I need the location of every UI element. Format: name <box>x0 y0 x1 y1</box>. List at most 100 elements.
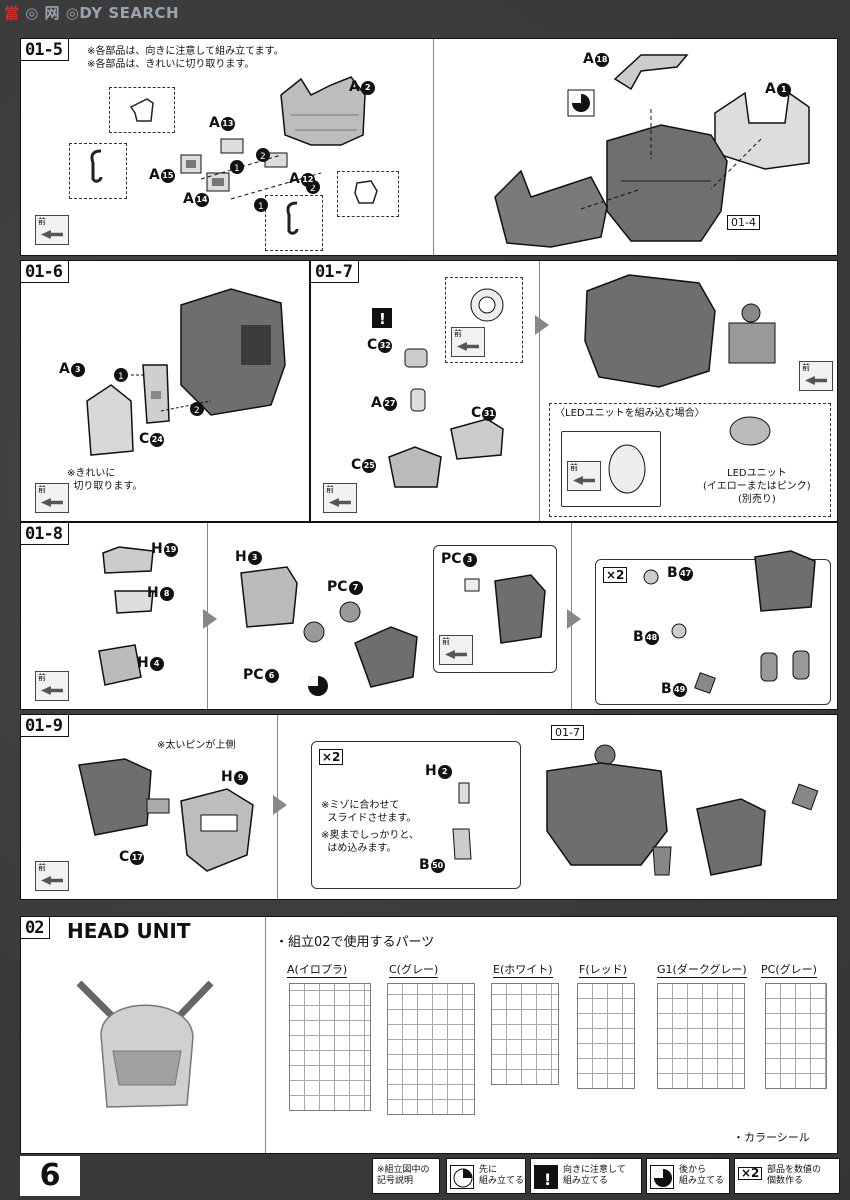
legend-assemble-later: 後から 組み立てる <box>646 1158 730 1194</box>
step-number: 01-6 <box>21 261 69 283</box>
svg-text:1: 1 <box>118 372 124 382</box>
section-title: HEAD UNIT <box>67 919 191 943</box>
led-option-title: 〈LEDユニットを組み込む場合〉 <box>555 408 705 419</box>
front-indicator: 前 <box>35 671 69 701</box>
svg-text:1: 1 <box>234 164 240 174</box>
side-part <box>791 783 819 811</box>
repeat-x2-box <box>311 741 521 889</box>
step-flow-arrow <box>203 609 217 629</box>
svg-text:2: 2 <box>194 406 200 416</box>
svg-text:1: 1 <box>258 202 264 212</box>
runner-f <box>577 983 635 1089</box>
front-indicator: 前 <box>567 461 601 491</box>
svg-text:!: ! <box>544 1170 551 1189</box>
led-unit-detail <box>608 444 646 494</box>
detail-box <box>265 195 323 251</box>
runner-label-a: A(イロプラ) <box>287 963 348 978</box>
pin-note: ※太いピンが上側 <box>157 740 236 751</box>
part-h3 <box>240 566 298 628</box>
runner-label-f: F(レッド) <box>579 963 627 978</box>
led-unit-part <box>729 416 771 446</box>
step-flow-arrow <box>273 795 287 815</box>
clip-part-icon <box>90 149 103 183</box>
part-c25 <box>388 446 442 488</box>
part-h9 <box>180 788 254 872</box>
svg-text:2: 2 <box>310 184 316 194</box>
runner-label-g1: G1(ダークグレー) <box>657 963 747 978</box>
caution-icon: ! <box>372 308 392 328</box>
joint-parts <box>760 650 810 682</box>
clip-part-icon <box>286 201 299 235</box>
detail-box <box>69 143 127 199</box>
part-c17 <box>146 798 170 814</box>
assemble-later-icon <box>650 1165 674 1189</box>
runner-c <box>387 983 475 1115</box>
repeat-x2-box <box>595 559 831 705</box>
step-flow-arrow <box>567 609 581 629</box>
part-detail-icon <box>129 98 154 122</box>
runner-g1 <box>657 983 745 1089</box>
head-unit-illustration <box>76 980 214 1108</box>
assemble-first-icon <box>450 1165 474 1189</box>
chest-armor-part <box>494 169 608 248</box>
part-h8 <box>114 590 154 614</box>
part-detail-icon <box>354 180 378 204</box>
part-pc7 <box>339 601 361 623</box>
legend-make-multiple: ×2 部品を数値の 個数作る <box>734 1158 840 1194</box>
repeat-x2-badge: ×2 <box>603 567 628 583</box>
part-c32 <box>404 348 428 368</box>
step-flow-arrow <box>535 315 549 335</box>
step-number: 02 <box>21 917 51 939</box>
step-number: 01-5 <box>21 39 69 61</box>
chest-part-a2 <box>280 76 366 146</box>
front-indicator: 前 <box>323 483 357 513</box>
led-detail-box <box>561 431 661 507</box>
parts-used-title: ・組立02で使用するパーツ <box>275 935 435 950</box>
front-indicator: 前 <box>35 483 69 513</box>
front-indicator: 前 <box>35 215 69 245</box>
assemble-later-icon <box>567 89 595 117</box>
torso-core-assembly <box>606 124 728 242</box>
part-h19 <box>102 546 154 574</box>
front-indicator: 前 <box>35 861 69 891</box>
step-number: 01-9 <box>21 715 69 737</box>
detail-box <box>445 277 523 363</box>
step-reference: 01-7 <box>551 725 584 740</box>
waist-with-joints <box>754 550 816 612</box>
small-part <box>220 138 244 154</box>
step-01-5-panel: 01-5 ※各部品は、向きに注意して組み立てます。 ※各部品は、きれいに切り取り… <box>20 38 838 256</box>
part-a18 <box>613 54 689 91</box>
front-indicator: 前 <box>439 635 473 665</box>
insert-note: ※奥までしっかりと、 はめ込みます。 <box>321 830 419 854</box>
runner-label-e: E(ホワイト) <box>493 963 553 978</box>
step-02-panel: 02 HEAD UNIT ・組立02で使用するパーツ A(イロプラ) C(グレー… <box>20 916 838 1154</box>
part-a1 <box>714 91 810 170</box>
waist-assembly <box>78 758 152 836</box>
polycap-detail <box>470 288 504 322</box>
runner-a <box>289 983 371 1111</box>
legend-header: ※組立図中の 記号説明 <box>372 1158 440 1194</box>
caution-icon: ! <box>534 1165 558 1189</box>
part-b49 <box>694 672 716 694</box>
slide-note: ※ミゾに合わせて スライドさせます。 <box>321 800 417 824</box>
svg-text:!: ! <box>379 310 386 328</box>
